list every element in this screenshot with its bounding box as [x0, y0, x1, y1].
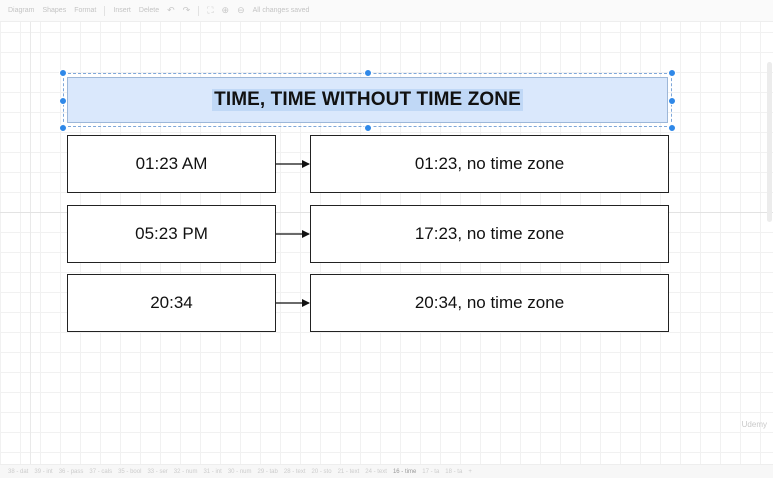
redo-icon[interactable]: ↷: [182, 5, 191, 15]
resize-handle-bottom-right[interactable]: [668, 124, 676, 132]
resize-handle-left[interactable]: [59, 97, 67, 105]
delete-menu[interactable]: Delete: [138, 7, 160, 14]
input-box[interactable]: 01:23 AM: [67, 135, 276, 193]
input-box[interactable]: 20:34: [67, 274, 276, 332]
page-tab[interactable]: 30 - num: [227, 468, 252, 475]
resize-handle-bottom[interactable]: [364, 124, 372, 132]
page-tab[interactable]: 38 - dat: [8, 468, 29, 475]
page-tab[interactable]: 17 - ta: [422, 468, 440, 475]
output-text: 20:34, no time zone: [414, 293, 565, 312]
page-tab[interactable]: 24 - text: [365, 468, 387, 475]
title-shape[interactable]: TIME, TIME WITHOUT TIME ZONE: [67, 77, 668, 123]
toolbar-divider: [104, 5, 106, 16]
zoom-out-icon[interactable]: ⊖: [237, 5, 245, 15]
output-box[interactable]: 20:34, no time zone: [310, 274, 669, 332]
title-text[interactable]: TIME, TIME WITHOUT TIME ZONE: [212, 89, 523, 111]
page-tab[interactable]: 33 - ser: [147, 468, 168, 475]
toolbar-divider: [198, 5, 200, 16]
connector-layer: [276, 160, 310, 307]
output-text: 01:23, no time zone: [414, 154, 565, 173]
page-tab[interactable]: 31 - int: [203, 468, 222, 475]
vertical-scrollbar[interactable]: [767, 62, 772, 222]
page-tab[interactable]: 21 - text: [337, 468, 360, 475]
page-tab-active[interactable]: 16 - time: [392, 468, 417, 475]
page-tab[interactable]: 37 - cals: [89, 468, 113, 475]
resize-handle-bottom-left[interactable]: [59, 124, 67, 132]
output-box[interactable]: 01:23, no time zone: [310, 135, 669, 193]
input-text: 01:23 AM: [135, 154, 208, 173]
shapes-menu[interactable]: Shapes: [42, 7, 67, 14]
page-tab[interactable]: 39 - int: [34, 468, 53, 475]
page-tab[interactable]: 36 - pass: [58, 468, 84, 475]
diagram-menu[interactable]: Diagram: [8, 7, 35, 14]
format-menu[interactable]: Format: [74, 7, 97, 14]
page-tab[interactable]: 32 - num: [173, 468, 198, 475]
save-status: All changes saved: [252, 7, 310, 14]
page-tab[interactable]: 35 - bool: [118, 468, 142, 475]
insert-menu[interactable]: Insert: [113, 7, 131, 14]
resize-handle-right[interactable]: [668, 97, 676, 105]
resize-handle-top[interactable]: [364, 69, 372, 77]
add-page-icon[interactable]: +: [468, 468, 472, 475]
page-tab[interactable]: 28 - text: [283, 468, 306, 475]
diagram-canvas[interactable]: TIME, TIME WITHOUT TIME ZONE 01:23 AM 01…: [0, 22, 773, 464]
page-tab[interactable]: 20 - sto: [311, 468, 332, 475]
zoom-in-icon[interactable]: ⊕: [221, 5, 230, 15]
fit-icon[interactable]: ⛶: [207, 5, 214, 15]
output-box[interactable]: 17:23, no time zone: [310, 205, 669, 263]
page-tab[interactable]: 29 - tab: [257, 468, 278, 475]
input-text: 05:23 PM: [135, 224, 208, 243]
undo-icon[interactable]: ↶: [167, 5, 175, 15]
toolbar: Diagram Shapes Format Insert Delete ↶ ↷ …: [0, 0, 773, 22]
resize-handle-top-left[interactable]: [59, 69, 67, 77]
page-tabs: 38 - dat 39 - int 36 - pass 37 - cals 35…: [0, 464, 773, 478]
input-text: 20:34: [150, 293, 193, 312]
resize-handle-top-right[interactable]: [668, 69, 676, 77]
page-tab[interactable]: 18 - ta: [445, 468, 463, 475]
watermark: Udemy: [741, 420, 767, 429]
input-box[interactable]: 05:23 PM: [67, 205, 276, 263]
page-boundary-vertical: [30, 22, 31, 464]
output-text: 17:23, no time zone: [414, 224, 565, 243]
